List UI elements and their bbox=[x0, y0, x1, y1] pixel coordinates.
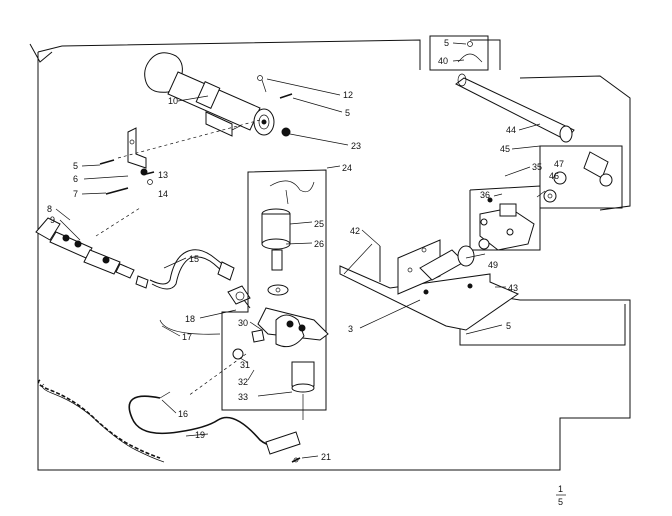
part-label: 17 bbox=[182, 332, 192, 342]
page-mark-top: 1 bbox=[558, 484, 563, 494]
fittings-box bbox=[539, 145, 623, 209]
part-label: 7 bbox=[73, 189, 78, 199]
part-label: 49 bbox=[488, 260, 498, 270]
part-label: 45 bbox=[500, 144, 510, 154]
part-label: 15 bbox=[189, 254, 199, 264]
regulator-box bbox=[469, 185, 541, 251]
part-label: 40 bbox=[438, 56, 448, 66]
part-label: 26 bbox=[314, 239, 324, 249]
part-label: 8 bbox=[47, 204, 52, 214]
assembly-boundary bbox=[29, 39, 631, 471]
part-label: 47 bbox=[554, 159, 564, 169]
pilot-assembly bbox=[35, 207, 141, 279]
part-label: 6 bbox=[73, 174, 78, 184]
page-mark-bottom: 5 bbox=[558, 497, 563, 507]
part-label: 16 bbox=[178, 409, 188, 419]
leader-lines bbox=[55, 42, 546, 459]
mounting-bracket bbox=[99, 119, 261, 195]
gas-tube bbox=[455, 73, 575, 143]
part-label: 5 bbox=[345, 108, 350, 118]
part-label: 31 bbox=[240, 360, 250, 370]
mounting-plate bbox=[339, 238, 520, 331]
control-valve-box bbox=[221, 169, 329, 420]
part-label: 46 bbox=[549, 171, 559, 181]
part-label: 12 bbox=[343, 90, 353, 100]
part-label: 25 bbox=[314, 219, 324, 229]
ignitor-wire bbox=[37, 379, 165, 463]
pilot-tube bbox=[135, 249, 235, 290]
part-label: 21 bbox=[321, 452, 331, 462]
screws-12-5-23 bbox=[257, 75, 293, 137]
part-label: 32 bbox=[238, 377, 248, 387]
part-label: 10 bbox=[168, 96, 178, 106]
part-label: 5 bbox=[73, 161, 78, 171]
part-label: 35 bbox=[532, 162, 542, 172]
part-label: 19 bbox=[195, 430, 205, 440]
part-label: 33 bbox=[238, 392, 248, 402]
screw-21 bbox=[291, 457, 301, 463]
part-label: 24 bbox=[342, 163, 352, 173]
part-label: 3 bbox=[348, 324, 353, 334]
part-label: 5 bbox=[506, 321, 511, 331]
fitting-18 bbox=[159, 285, 251, 335]
part-label: 23 bbox=[351, 141, 361, 151]
part-label: 30 bbox=[238, 318, 248, 328]
part-label: 9 bbox=[50, 215, 55, 225]
part-label: 5 bbox=[444, 38, 449, 48]
thermocouple bbox=[128, 353, 301, 455]
part-label: 14 bbox=[158, 189, 168, 199]
part-label: 42 bbox=[350, 226, 360, 236]
part-number-labels: 5 40 12 10 5 23 44 45 35 47 46 36 5 6 13… bbox=[47, 38, 564, 462]
part-label: 43 bbox=[508, 283, 518, 293]
page-mark: 1 5 bbox=[556, 484, 566, 507]
part-label: 36 bbox=[480, 190, 490, 200]
clip-parts-box bbox=[429, 35, 489, 71]
part-label: 18 bbox=[185, 314, 195, 324]
part-label: 13 bbox=[158, 170, 168, 180]
part-label: 44 bbox=[506, 125, 516, 135]
burner-tube bbox=[144, 52, 275, 137]
